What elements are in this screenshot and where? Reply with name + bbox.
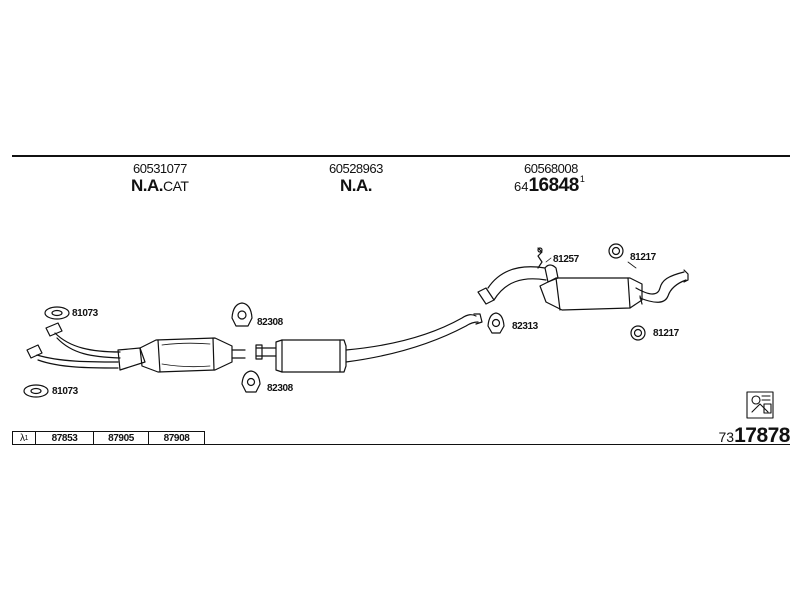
gasket-81073-bottom-icon bbox=[23, 384, 49, 398]
front-pipe-icon bbox=[26, 322, 146, 371]
parts-table-code-1: 87853 bbox=[35, 432, 93, 444]
callout-82308-bottom: 82308 bbox=[267, 383, 293, 394]
callout-81073-bottom: 81073 bbox=[52, 386, 78, 397]
gasket-81073-top-icon bbox=[44, 306, 70, 320]
callout-81217-top: 81217 bbox=[630, 252, 656, 263]
clamp-82308-bottom-icon bbox=[241, 370, 261, 393]
set-code-main: 17878 bbox=[734, 424, 790, 447]
middle-silencer-icon bbox=[255, 313, 483, 373]
rubber-ring-81217-bottom-icon bbox=[630, 325, 646, 341]
section-1-desc-main: N.A. bbox=[131, 176, 164, 195]
bottom-divider bbox=[12, 444, 790, 445]
section-3-code: 64168481 bbox=[514, 174, 585, 197]
rear-silencer-icon bbox=[477, 264, 689, 311]
section-1-description: N.A.CAT bbox=[131, 176, 189, 196]
section-2-part-number: 60528963 bbox=[329, 161, 383, 176]
callout-82313: 82313 bbox=[512, 321, 538, 332]
top-divider bbox=[12, 155, 790, 157]
hanger-81257-icon bbox=[537, 247, 543, 269]
callout-81073-top: 81073 bbox=[72, 308, 98, 319]
lambda-symbol: λ bbox=[19, 432, 25, 444]
clamp-82308-top-icon bbox=[231, 302, 253, 327]
section-3-code-sup: 1 bbox=[579, 174, 585, 184]
callout-81217-bottom: 81217 bbox=[653, 328, 679, 339]
parts-table-code-2: 87905 bbox=[93, 432, 148, 444]
parts-table-code-3: 87908 bbox=[148, 432, 204, 444]
rubber-ring-81217-top-icon bbox=[608, 243, 624, 259]
section-3-code-prefix: 64 bbox=[514, 179, 529, 194]
leader-lines bbox=[545, 257, 637, 269]
section-3-part-number: 60568008 bbox=[524, 161, 578, 176]
catalytic-converter-icon bbox=[139, 337, 246, 373]
callout-82308-top: 82308 bbox=[257, 317, 283, 328]
set-code-prefix: 73 bbox=[718, 429, 735, 445]
set-code: 7317878 bbox=[718, 424, 791, 448]
fitting-instruction-icon bbox=[746, 391, 774, 419]
lambda-symbol-sup: 1 bbox=[24, 434, 29, 442]
section-1-desc-suffix: CAT bbox=[163, 178, 189, 194]
callout-81257: 81257 bbox=[553, 254, 579, 265]
section-2-description: N.A. bbox=[340, 176, 373, 195]
section-1-part-number: 60531077 bbox=[133, 161, 187, 176]
section-3-code-main: 16848 bbox=[528, 175, 579, 196]
clamp-82313-icon bbox=[487, 312, 505, 334]
